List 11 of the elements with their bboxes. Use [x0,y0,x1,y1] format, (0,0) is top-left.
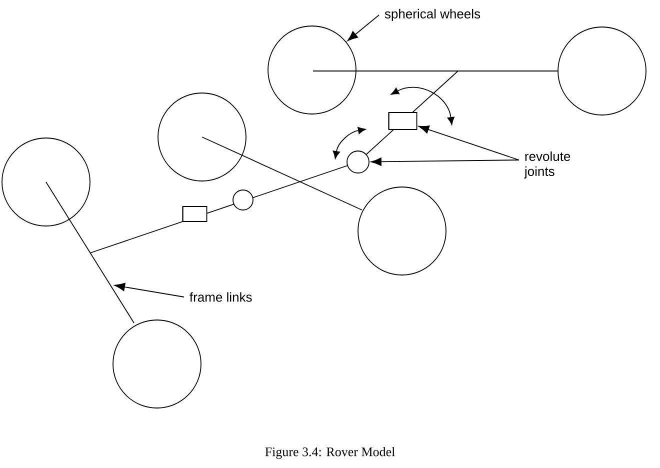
wheel-circle [268,26,356,114]
leader-arrow [370,158,520,166]
leader-arrow [347,14,380,42]
leader-arrow [114,282,184,298]
leader-label: spherical wheels [384,8,480,22]
leader-arrow [418,125,520,160]
figure-caption: Figure 3.4: Rover Model [265,447,395,459]
ball-joint [346,150,370,174]
leader-label: frame links [190,292,252,302]
cylinder-joint [388,112,418,130]
leader-label: revolute joints [524,151,570,179]
